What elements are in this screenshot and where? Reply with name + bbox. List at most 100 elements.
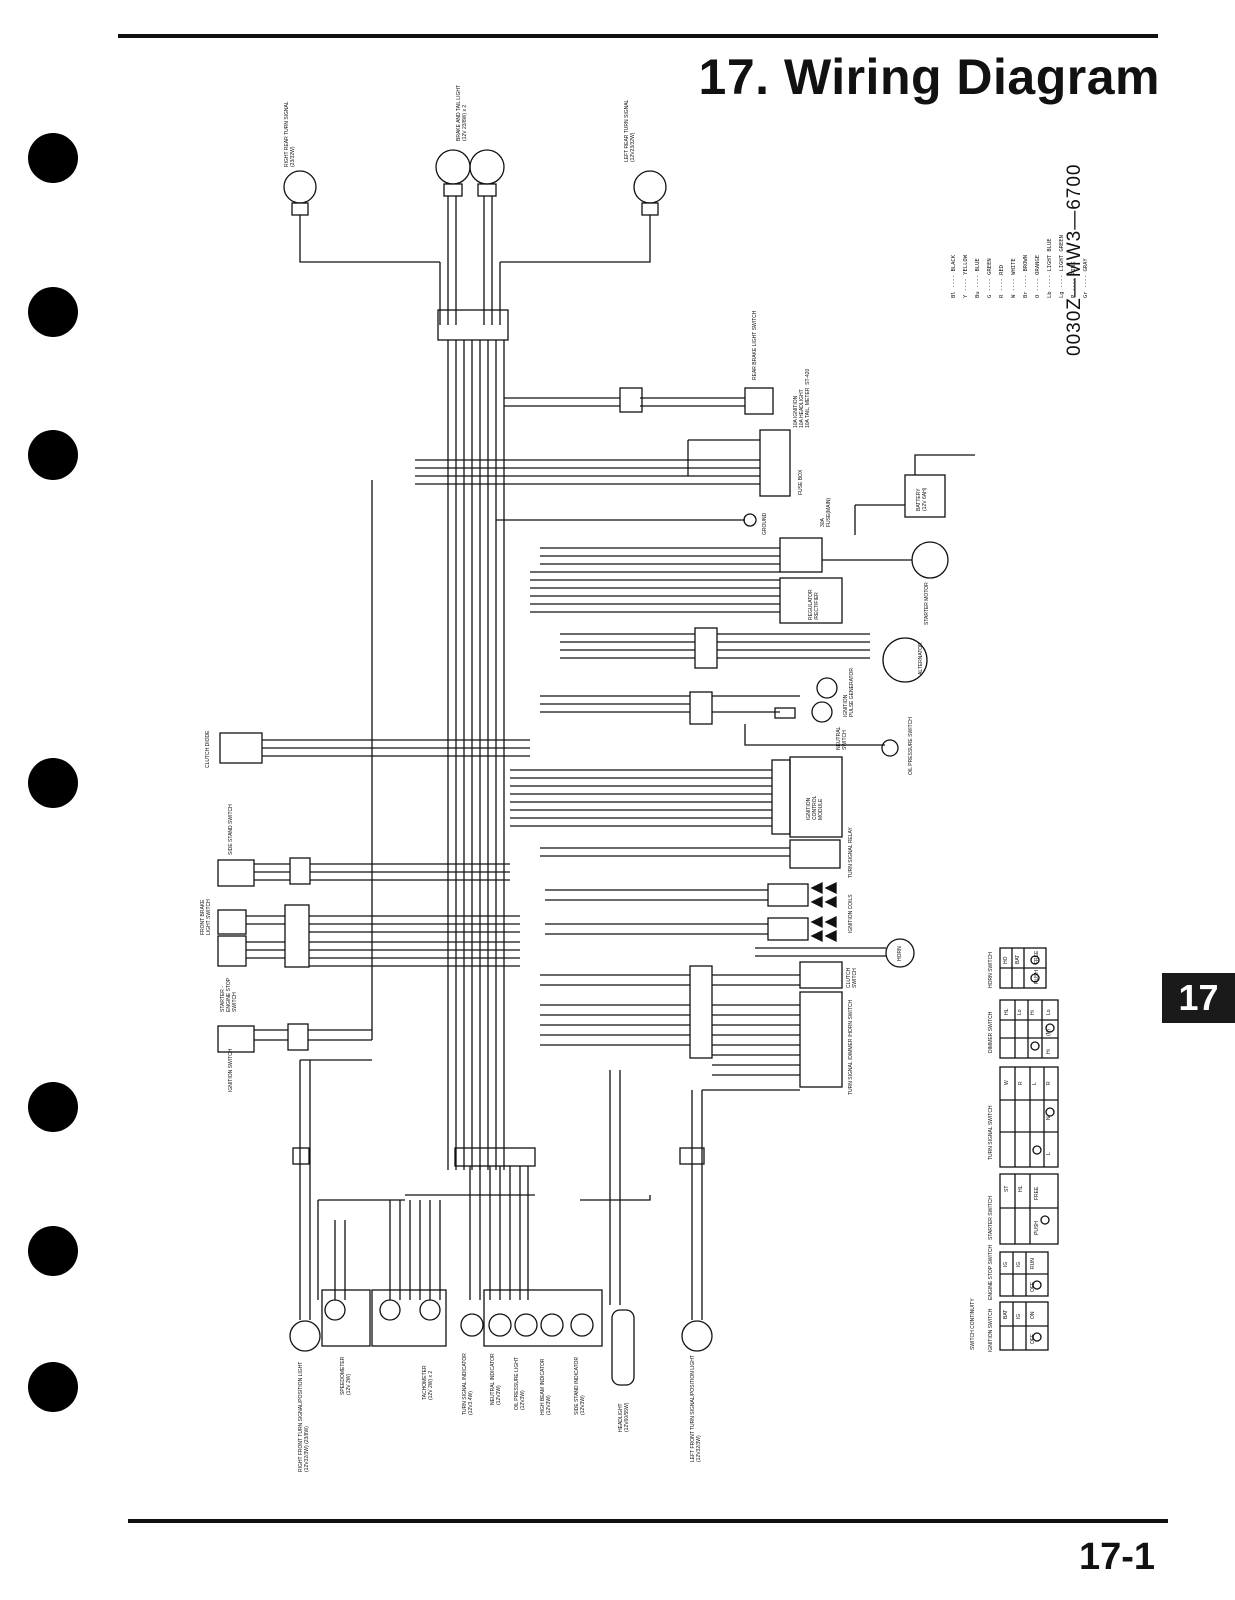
indicator-panel <box>483 1289 603 1347</box>
ignition-switch-label: IGNITION SWITCH <box>228 1048 234 1092</box>
turn-relay-label: TURN SIGNAL RELAY <box>848 827 854 878</box>
turn-col-w: W <box>1004 1080 1010 1085</box>
handlebar-switch <box>799 991 843 1088</box>
ignition-col-ig: IG <box>1016 1313 1022 1319</box>
regulator-label: REGULATOR /RECTIFIER <box>808 589 820 620</box>
turn-col-l: L <box>1032 1082 1038 1085</box>
headlight <box>611 1309 635 1386</box>
turn-signal-relay <box>789 839 841 869</box>
neutral-switch <box>811 701 833 723</box>
left-front-turn-bulb <box>681 1320 713 1352</box>
speedometer-label: SPEEDOMETER (12V 2W) <box>340 1356 352 1395</box>
tail-light-bulb <box>469 149 505 185</box>
binder-hole <box>28 430 78 480</box>
starter-continuity-table <box>999 1173 1059 1245</box>
clutch-switch <box>799 961 843 989</box>
turn-indicator-bulb <box>460 1313 484 1337</box>
dimmer-col-lo: Lo <box>1017 1009 1023 1015</box>
dimmer-col-hl: HL <box>1004 1008 1010 1015</box>
side-stand-indicator-label: SIDE STAND INDICATOR (12V3W) <box>574 1356 586 1415</box>
handlebar-switch-label: TURN SIGNAL /DIMMER /HORN SWITCH <box>848 999 854 1095</box>
horn-col-ho: HO <box>1003 956 1009 965</box>
horn-switch-label: HORN SWITCH <box>988 952 994 988</box>
left-front-turn-label: LEFT FRONT TURN SIGNAL/POSITION LIGHT (1… <box>690 1355 702 1462</box>
fuse-box-label: FUSE BOX <box>798 469 804 495</box>
continuity-heading: SWITCH CONTINUITY <box>970 1298 976 1350</box>
dimmer-row-n: (N) <box>1046 1029 1052 1036</box>
front-brake-switch <box>217 909 247 935</box>
engine-col-ig1: IG <box>1003 1261 1009 1267</box>
regulator-rectifier <box>779 577 843 624</box>
binder-hole <box>28 133 78 183</box>
section-tab: 17 <box>1162 973 1235 1023</box>
oil-light-bulb <box>514 1313 538 1337</box>
starter-relay <box>779 537 823 573</box>
ignition-switch-table-label: IGNITION SWITCH <box>988 1308 994 1352</box>
engine-row-run: RUN <box>1030 1258 1036 1269</box>
dimmer-continuity-table <box>999 999 1059 1059</box>
right-rear-turn-label: RIGHT REAR TURN SIGNAL (23/32W) <box>284 101 296 167</box>
ignition-col-bat: BAT <box>1003 1309 1009 1319</box>
clutch-diode-label: CLUTCH DIODE <box>205 730 211 768</box>
starter-row-push: PUSH <box>1034 1221 1040 1235</box>
brake-light-bulb <box>435 149 471 185</box>
page-title: 17. Wiring Diagram <box>698 49 1160 105</box>
starter-col-hl: HL <box>1018 1185 1024 1192</box>
starter-switch-label: STARTER SWITCH <box>988 1196 994 1240</box>
ignition-row-off: OFF <box>1030 1334 1036 1344</box>
tachometer-label: TACHOMETER (12V 2W) x 2 <box>422 1365 434 1400</box>
side-stand-indicator-bulb <box>570 1313 594 1337</box>
clutch-switch-label: CLUTCH SWITCH <box>846 967 858 988</box>
starter-engine-stop-switch <box>217 935 247 967</box>
right-front-turn-bulb <box>289 1320 321 1352</box>
ignition-module-label: IGNITION CONTROL MODULE <box>806 795 824 820</box>
alternator-label: ALTERNATOR <box>918 642 924 675</box>
starter-motor-label: STARTER MOTOR <box>924 582 930 625</box>
right-rear-turn-bulb <box>283 170 317 204</box>
pulse-generator-label: IGNITION PULSE GENERATOR <box>843 668 855 717</box>
meter-connector <box>454 1147 536 1167</box>
oil-pressure-switch <box>881 739 899 757</box>
ignition-coil-2 <box>767 917 809 941</box>
header-rule <box>118 34 1158 38</box>
horn <box>885 938 915 968</box>
horn-row-push: PUSH <box>1034 970 1040 984</box>
dimmer-switch-label: DIMMER SWITCH <box>988 1011 994 1053</box>
oil-light-label: OIL PRESSURE LIGHT (12V3W) <box>514 1357 526 1410</box>
page-number: 17-1 <box>1078 1536 1155 1578</box>
starter-row-free: FREE <box>1034 1186 1040 1200</box>
starter-motor <box>911 541 949 579</box>
binder-hole <box>28 287 78 337</box>
horn-row-free: FREE <box>1034 950 1040 964</box>
headlight-label: HEADLIGHT (12V60/55W) <box>618 1402 630 1432</box>
brake-tail-label: BRAKE AND TAIL LIGHT (12V 23/8W) x 2 <box>456 84 468 141</box>
right-front-turn-label: RIGHT FRONT TURN SIGNAL/POSITION LIGHT (… <box>298 1361 310 1472</box>
turn-indicator-label: TURN SIGNAL INDICATOR (12V3.4W) <box>462 1353 474 1415</box>
side-stand-switch <box>217 859 255 887</box>
rear-connector <box>437 309 509 341</box>
ignition-pulse-generator <box>816 677 838 699</box>
horn-col-bat: BAT <box>1015 954 1021 964</box>
oil-pressure-label: OIL PRESSURE SWITCH <box>908 717 914 775</box>
binder-hole <box>28 758 78 808</box>
neutral-indicator-bulb <box>488 1313 512 1337</box>
turn-row-n: N <box>1046 1116 1052 1120</box>
front-brake-label: FRONT BRAKE LIGHT SWITCH <box>200 899 212 935</box>
side-stand-label: SIDE STAND SWITCH <box>228 804 234 855</box>
ignition-coil-1 <box>767 883 809 907</box>
footer-rule <box>128 1519 1168 1523</box>
dimmer-row-hi: Hi <box>1046 1049 1052 1054</box>
ignition-coils-label: IGNITION COILS <box>848 894 854 933</box>
ignition-switch <box>217 1025 255 1053</box>
speedometer <box>321 1289 371 1347</box>
horn-label: HORN <box>897 946 903 961</box>
ignition-row-on: ON <box>1030 1311 1036 1320</box>
dimmer-row-lo: Lo <box>1046 1009 1052 1015</box>
left-rear-turn-label: LEFT REAR TURN SIGNAL (12V23/32W) <box>624 99 636 162</box>
binder-hole <box>28 1226 78 1276</box>
engine-stop-switch-label: ENGINE STOP SWITCH <box>988 1244 994 1300</box>
turn-col-r: R <box>1018 1081 1024 1085</box>
turn-continuity-table <box>999 1066 1059 1168</box>
battery <box>904 474 946 518</box>
binder-hole <box>28 1082 78 1132</box>
